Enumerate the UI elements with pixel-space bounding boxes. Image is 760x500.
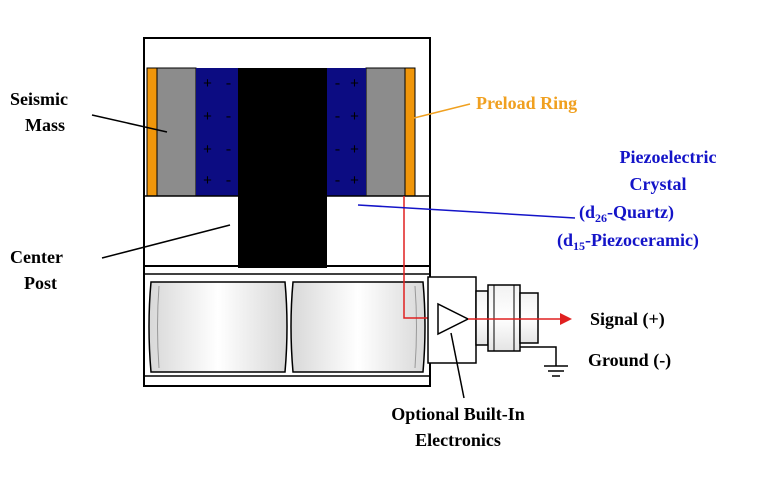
leader-center-post [101,224,231,259]
seismic-mass-left [156,67,197,197]
svg-text:-: - [333,109,342,126]
piezo-crystal-left [196,68,238,196]
leader-preload-ring [413,103,471,119]
center-post [238,68,327,268]
svg-text:+: + [203,76,212,93]
leader-piezo-crystal [357,204,576,219]
amplifier-icon [437,302,470,336]
label-signal: Signal (+) [590,309,665,330]
svg-text:-: - [224,173,233,190]
svg-text:-: - [333,142,342,159]
preload-ring-left [146,67,158,197]
label-ground: Ground (-) [588,350,671,371]
label-post: Post [24,273,57,293]
connector [475,284,539,352]
svg-text:+: + [203,173,212,190]
label-piezoceramic: (d15-Piezoceramic) [557,230,699,253]
label-crystal: Crystal [630,174,687,194]
crystal-signs-left: + - + - + - + - [203,76,233,190]
svg-text:+: + [203,109,212,126]
ground-symbol-icon [544,365,568,377]
leader-electronics [450,332,465,399]
svg-text:-: - [224,109,233,126]
label-center: Center [10,247,63,267]
label-electronics: Electronics [415,430,501,450]
label-quartz: (d26-Quartz) [579,202,674,225]
svg-text:-: - [224,142,233,159]
preload-ring-right [404,67,416,197]
crystal-signs-right: - + - + - + - + [333,76,359,190]
arrow-right-icon [560,313,572,325]
label-piezoelectric: Piezoelectric [620,147,717,167]
svg-text:+: + [350,76,359,93]
svg-text:+: + [350,109,359,126]
svg-text:+: + [350,142,359,159]
label-optional-built-in: Optional Built-In [391,404,525,424]
label-preload-ring: Preload Ring [476,93,577,113]
svg-text:-: - [333,173,342,190]
svg-text:-: - [333,76,342,93]
label-mass: Mass [25,115,65,135]
seismic-mass-right [365,67,406,197]
ground-wire [520,346,557,366]
svg-text:+: + [203,142,212,159]
svg-text:+: + [350,173,359,190]
leader-seismic-mass [91,114,168,133]
svg-text:-: - [224,76,233,93]
hex-base [144,265,430,377]
piezo-crystal-right [327,68,366,196]
label-seismic: Seismic [10,89,68,109]
signal-wire [403,196,438,319]
